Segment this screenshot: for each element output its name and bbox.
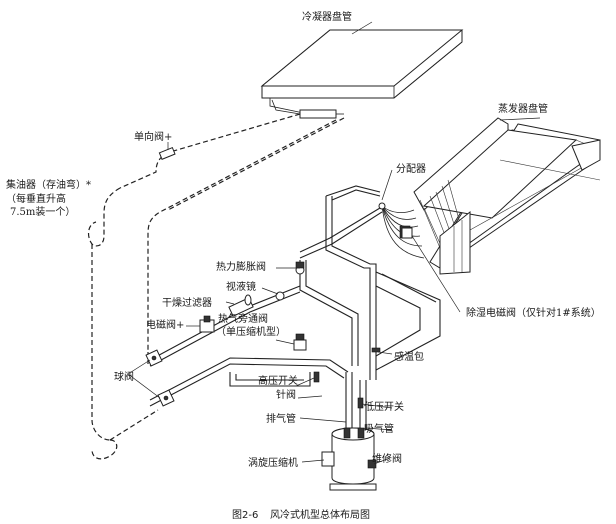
scroll-compressor bbox=[321, 427, 377, 491]
solenoid-valve bbox=[199, 315, 215, 333]
leader-lines bbox=[127, 21, 541, 465]
field-piping bbox=[87, 113, 345, 460]
ball-valve-label: 球阀 bbox=[114, 370, 134, 383]
condenser-label: 冷凝器盘管 bbox=[302, 10, 352, 23]
service-valve-label: 维修阀 bbox=[372, 452, 402, 465]
discharge-pipe-label: 排气管 bbox=[266, 412, 296, 425]
filter-drier bbox=[228, 294, 254, 317]
dehumid-valve-label: 除湿电磁阀（仅针对1#系统） bbox=[466, 306, 601, 319]
oil-trap-note-1: （每垂直升高 bbox=[6, 192, 66, 205]
low-pressure-switch-label: 低压开关 bbox=[364, 400, 404, 413]
check-valve bbox=[158, 146, 176, 160]
expansion-valve-label: 热力膨胀阀 bbox=[216, 260, 266, 273]
ball-valve-2 bbox=[157, 389, 175, 407]
sensing-bulb-label: 感温包 bbox=[394, 350, 424, 363]
hot-gas-bypass-label: 热气旁通阀 bbox=[218, 312, 268, 325]
low-pressure-switch bbox=[357, 397, 364, 409]
high-pressure-switch bbox=[313, 371, 320, 383]
figure-caption: 图2-6 风冷式机型总体布局图 bbox=[232, 508, 370, 521]
dehumid-solenoid-valve bbox=[401, 227, 413, 239]
high-pressure-switch-label: 高压开关 bbox=[258, 374, 298, 387]
evaporator-label: 蒸发器盘管 bbox=[498, 102, 548, 115]
figure-number: 图2-6 bbox=[232, 509, 258, 521]
filter-drier-label: 干燥过滤器 bbox=[162, 296, 212, 309]
distributor-label: 分配器 bbox=[396, 163, 426, 175]
sight-glass bbox=[275, 291, 285, 301]
suction-pipe-label: 吸气管 bbox=[364, 422, 394, 435]
condenser-coil bbox=[260, 29, 464, 119]
sight-glass-label: 视液镜 bbox=[226, 280, 256, 293]
figure-title: 风冷式机型总体布局图 bbox=[270, 508, 370, 521]
solenoid-valve-label: 电磁阀+ bbox=[146, 318, 184, 331]
hot-gas-bypass-note: （单压缩机型） bbox=[216, 325, 286, 338]
scroll-compressor-label: 涡旋压缩机 bbox=[248, 456, 298, 469]
oil-trap-note-2: 7.5m装一个） bbox=[10, 205, 75, 218]
oil-trap-label: 集油器（存油弯）* bbox=[6, 178, 91, 191]
sensing-bulb bbox=[371, 347, 381, 353]
labels: 冷凝器盘管 蒸发器盘管 单向阀+ 集油器（存油弯）* （每垂直升高 7.5m装一… bbox=[6, 10, 601, 469]
needle-valve-label: 针阀 bbox=[276, 388, 296, 401]
evaporator-coil bbox=[413, 117, 601, 275]
piping bbox=[149, 185, 441, 432]
hot-gas-bypass-valve bbox=[293, 333, 307, 351]
check-valve-label: 单向阀+ bbox=[134, 130, 172, 143]
